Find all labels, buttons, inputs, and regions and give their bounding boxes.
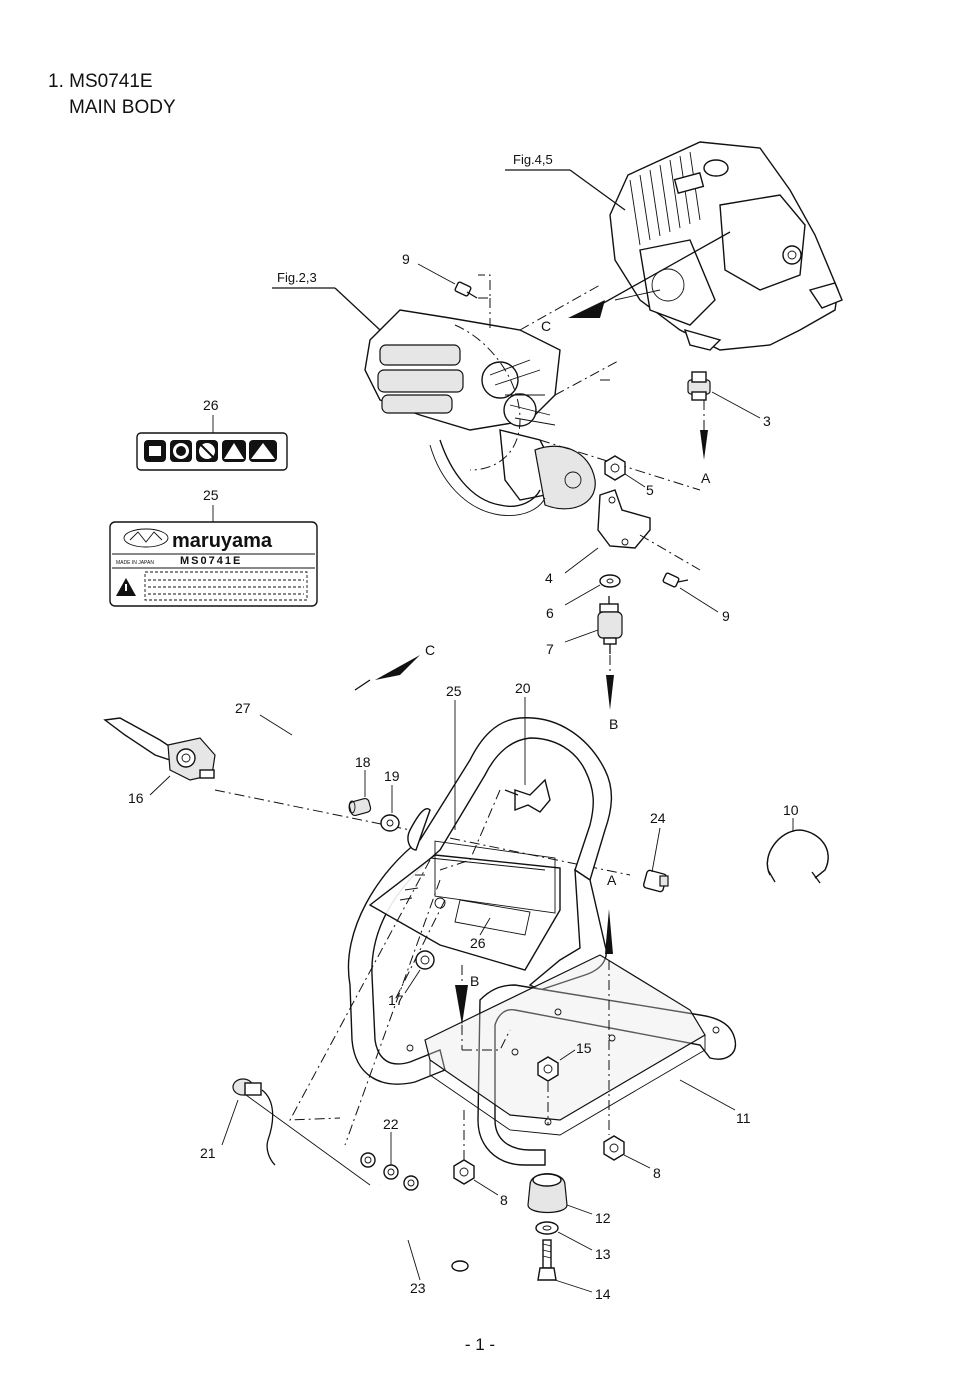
part-label-7: 7 bbox=[546, 641, 554, 657]
part-label-13: 13 bbox=[595, 1246, 611, 1262]
bolt-9-right bbox=[662, 572, 689, 588]
part-label-24: 24 bbox=[650, 810, 666, 826]
bolt-14 bbox=[537, 1239, 557, 1281]
part-label-5: 5 bbox=[646, 482, 654, 498]
part-label-21: 21 bbox=[200, 1145, 216, 1161]
bracket-4 bbox=[597, 489, 651, 549]
part-label-18: 18 bbox=[355, 754, 371, 770]
section-subtitle: MAIN BODY bbox=[69, 97, 176, 118]
ground-terminals-22 bbox=[360, 1152, 419, 1191]
part-label-23: 23 bbox=[410, 1280, 426, 1296]
connector-b-top: B bbox=[609, 716, 618, 732]
throttle-cable-27 bbox=[208, 679, 371, 802]
nut-15 bbox=[537, 1056, 559, 1082]
part-label-12: 12 bbox=[595, 1210, 611, 1226]
engine-mount-3 bbox=[687, 371, 711, 401]
part-label-3: 3 bbox=[763, 413, 771, 429]
connector-a-top: A bbox=[701, 470, 711, 486]
connector-c-cable: C bbox=[425, 642, 435, 658]
wing-bolt-20 bbox=[504, 778, 551, 813]
part-label-27: 27 bbox=[235, 700, 251, 716]
nut-8-right bbox=[603, 1135, 625, 1161]
decal-made-in: MADE IN JAPAN bbox=[116, 560, 154, 566]
part-label-10: 10 bbox=[783, 802, 799, 818]
washer-13 bbox=[535, 1221, 559, 1235]
part-label-26: 26 bbox=[203, 397, 219, 413]
decal-brand: maruyama bbox=[172, 530, 273, 552]
switch-21 bbox=[232, 1078, 276, 1166]
section-title: 1. MS0741E bbox=[48, 71, 153, 92]
warning-decal-26 bbox=[136, 432, 288, 471]
fig-ref-engine: Fig.4,5 bbox=[513, 152, 553, 167]
page-number: - 1 - bbox=[464, 1335, 496, 1354]
part-label-6: 6 bbox=[546, 605, 554, 621]
engine-assembly bbox=[599, 141, 843, 351]
part-label-14: 14 bbox=[595, 1286, 611, 1302]
grommet-17 bbox=[415, 950, 435, 970]
part-label-25: 25 bbox=[203, 487, 219, 503]
part-label-22: 22 bbox=[383, 1116, 399, 1132]
part-label-26b: 26 bbox=[470, 935, 486, 951]
nut-8-left bbox=[453, 1159, 475, 1185]
part-label-19: 19 bbox=[384, 768, 400, 784]
part-label-16: 16 bbox=[128, 790, 144, 806]
part-label-9: 9 bbox=[402, 251, 410, 267]
frame-11 bbox=[347, 717, 737, 1166]
part-label-15: 15 bbox=[576, 1040, 592, 1056]
throttle-lever-16 bbox=[103, 717, 216, 781]
model-decal-25: maruyama MADE IN JAPAN MS0741E bbox=[109, 521, 318, 607]
connector-c-top: C bbox=[541, 318, 551, 334]
bolt-9-top bbox=[454, 281, 478, 299]
washer-6 bbox=[599, 574, 621, 588]
decal-model: MS0741E bbox=[180, 555, 242, 567]
part-label-20: 20 bbox=[515, 680, 531, 696]
part-label-8: 8 bbox=[653, 1165, 661, 1181]
washer-19 bbox=[380, 814, 400, 832]
clamp-10 bbox=[766, 829, 829, 884]
part-label-9b: 9 bbox=[722, 608, 730, 624]
part-label-25b: 25 bbox=[446, 683, 462, 699]
fig-ref-pump: Fig.2,3 bbox=[277, 270, 317, 285]
spacer-18 bbox=[348, 797, 372, 817]
ground-wire-23 bbox=[371, 1183, 469, 1272]
connector-b-lower: B bbox=[470, 973, 479, 989]
part-label-8b: 8 bbox=[500, 1192, 508, 1208]
cap-24 bbox=[642, 869, 669, 893]
pump-assembly bbox=[364, 309, 596, 516]
part-label-17: 17 bbox=[388, 992, 404, 1008]
rubber-mount-7 bbox=[597, 596, 623, 654]
part-label-4: 4 bbox=[545, 570, 553, 586]
rubber-foot-12 bbox=[527, 1173, 568, 1214]
nut-5 bbox=[604, 455, 626, 481]
connector-a-lower: A bbox=[607, 872, 617, 888]
part-label-11: 11 bbox=[736, 1110, 751, 1126]
